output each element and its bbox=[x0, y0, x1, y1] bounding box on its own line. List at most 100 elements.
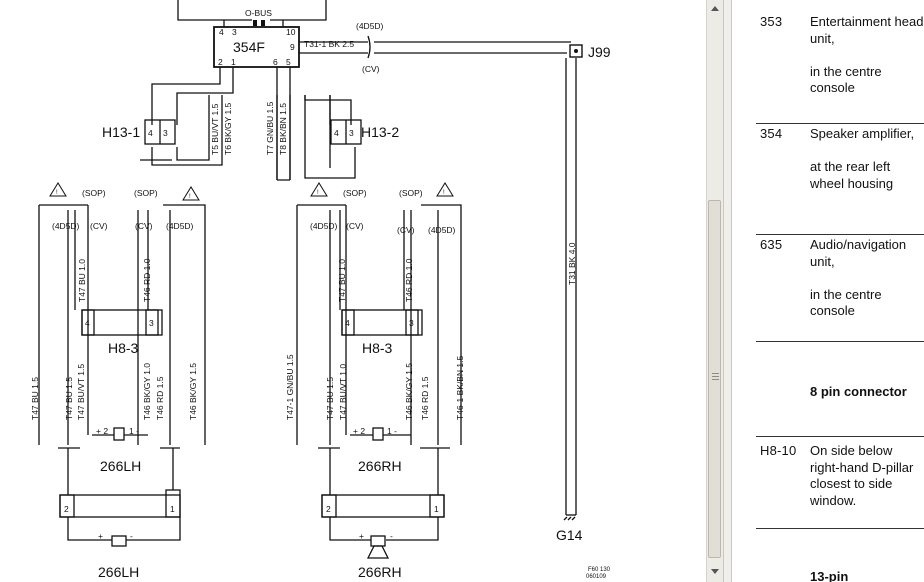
spk-rh-bot-minus: - bbox=[390, 531, 393, 541]
wire-t6: T6 BK/GY 1.5 bbox=[223, 102, 233, 155]
wire-t46-bkgy15-right: T46 BK/GY 1.5 bbox=[404, 363, 414, 420]
legend-row: H8-10 On side below right-hand D-pillar … bbox=[756, 437, 924, 529]
j99-label: J99 bbox=[588, 44, 611, 60]
spk-lh-plus2: + 2 bbox=[96, 426, 108, 436]
variant-r-4d5d-1: (4D5D) bbox=[310, 221, 338, 231]
h13-1-label: H13-1 bbox=[102, 124, 140, 140]
wiring-diagram-svg: 354F O-BUS 4 3 10 2 1 6 5 9 J99 G14 H13-… bbox=[30, 0, 611, 580]
wire-t46-1: T46-1 BK/BN 1.5 bbox=[455, 355, 465, 420]
legend-row: 13-pin bbox=[756, 529, 924, 582]
wire-t46-rd15-right: T46 RD 1.5 bbox=[420, 376, 430, 420]
h13-1-pin-3: 3 bbox=[163, 128, 168, 138]
legend-description: Entertainment head unit, in the centre c… bbox=[810, 14, 924, 95]
wire-t47-buvt10: T47 BU/VT 1.0 bbox=[338, 364, 348, 420]
wire-t31-1: T31-1 BK 2.5 bbox=[304, 39, 354, 49]
spk-lh-bot-plus: + bbox=[98, 531, 103, 541]
variant-sop-1: (SOP) bbox=[82, 188, 106, 198]
pin-354f-3: 3 bbox=[232, 27, 237, 37]
warn-2: ! bbox=[189, 194, 191, 200]
scroll-down-button[interactable] bbox=[709, 566, 721, 578]
h8-3-right-label: H8-3 bbox=[362, 340, 393, 356]
wire-t47-buvt15: T47 BU/VT 1.5 bbox=[76, 364, 86, 420]
wire-t5: T5 BU/VT 1.5 bbox=[210, 103, 220, 155]
variant-r-cv-2: (CV) bbox=[397, 225, 415, 235]
h13-2-pin-3: 3 bbox=[349, 128, 354, 138]
pin-354f-9: 9 bbox=[290, 42, 295, 52]
pin-354f-1: 1 bbox=[231, 57, 236, 67]
h13-2-label: H13-2 bbox=[361, 124, 399, 140]
legend-code: H8-10 bbox=[760, 443, 797, 458]
variant-r-4d5d-2: (4D5D) bbox=[428, 225, 456, 235]
legend-description: Audio/navigation unit, in the centre con… bbox=[810, 237, 907, 318]
pin-354f-4: 4 bbox=[219, 27, 224, 37]
spk-lh-minus1: 1 - bbox=[129, 426, 139, 436]
variant-l-4d5d-2: (4D5D) bbox=[166, 221, 194, 231]
arrow-down-icon bbox=[711, 569, 719, 574]
legend-row: 353 Entertainment head unit, in the cent… bbox=[756, 12, 924, 124]
speaker-266rh-top-label: 266RH bbox=[358, 458, 402, 474]
legend-code: 354 bbox=[760, 126, 783, 141]
wire-t46-bkgy10-left: T46 BK/GY 1.0 bbox=[142, 363, 152, 420]
wire-t47-1: T47-1 GN/BU 1.5 bbox=[285, 354, 295, 420]
wire-t46-rd15-left: T46 RD 1.5 bbox=[155, 376, 165, 420]
warn-4: ! bbox=[443, 190, 445, 196]
scroll-up-button[interactable] bbox=[709, 3, 721, 15]
pin-354f-6: 6 bbox=[273, 57, 278, 67]
right-conn-pin-2: 2 bbox=[326, 504, 331, 514]
legend-description: 8 pin connector bbox=[810, 384, 907, 399]
legend-code: 635 bbox=[760, 237, 783, 252]
variant-l-cv-1: (CV) bbox=[90, 221, 108, 231]
grip-line bbox=[712, 373, 719, 374]
wire-t47-bu15-outer: T47 BU 1.5 bbox=[30, 377, 40, 420]
wire-t47-bu15-right: T47 BU 1.5 bbox=[325, 377, 335, 420]
h8-3-left-pin-4: 4 bbox=[85, 318, 90, 328]
pin-354f-5: 5 bbox=[286, 57, 291, 67]
wire-t8: T8 BK/BN 1.5 bbox=[278, 103, 288, 155]
variant-sop-4: (SOP) bbox=[399, 188, 423, 198]
pane-splitter[interactable] bbox=[723, 0, 732, 582]
spk-rh-minus1: 1 - bbox=[387, 426, 397, 436]
h13-1-pin-4: 4 bbox=[148, 128, 153, 138]
wire-t46-bkgy15-left: T46 BK/GY 1.5 bbox=[188, 363, 198, 420]
variant-r-cv-1: (CV) bbox=[346, 221, 364, 231]
left-conn-pin-2: 2 bbox=[64, 504, 69, 514]
spk-lh-bot-minus: - bbox=[130, 531, 133, 541]
h8-3-right-pin-3: 3 bbox=[409, 318, 414, 328]
footer-code-1: F60 130 bbox=[588, 567, 611, 573]
vertical-scrollbar[interactable] bbox=[706, 0, 723, 582]
variant-l-4d5d-1: (4D5D) bbox=[52, 221, 80, 231]
wire-t31-g14: T31 BK 4.0 bbox=[567, 242, 577, 285]
variant-sop-3: (SOP) bbox=[343, 188, 367, 198]
h8-3-right-pin-4: 4 bbox=[345, 318, 350, 328]
footer-code-2: 060109 bbox=[586, 574, 607, 580]
legend-code: 353 bbox=[760, 14, 783, 29]
spk-rh-bot-plus: + bbox=[359, 531, 364, 541]
bus-label: O-BUS bbox=[245, 8, 272, 18]
legend-description: 13-pin bbox=[810, 569, 849, 582]
wire-t46-right: T46 RD 1.0 bbox=[404, 258, 414, 302]
variant-sop-2: (SOP) bbox=[134, 188, 158, 198]
h8-3-left-pin-3: 3 bbox=[149, 318, 154, 328]
warn-3: ! bbox=[317, 190, 319, 196]
right-conn-pin-1: 1 bbox=[434, 504, 439, 514]
grip-line bbox=[712, 376, 719, 377]
grip-line bbox=[712, 379, 719, 380]
h13-2-pin-4: 4 bbox=[334, 128, 339, 138]
spk-rh-plus2: + 2 bbox=[353, 426, 365, 436]
legend-row: 354 Speaker amplifier, at the rear left … bbox=[756, 124, 924, 235]
component-legend: 353 Entertainment head unit, in the cent… bbox=[732, 0, 924, 582]
speaker-266lh-bottom-label: 266LH bbox=[98, 564, 139, 580]
wire-t7: T7 GN/BU 1.5 bbox=[265, 101, 275, 155]
variant-l-cv-2: (CV) bbox=[135, 221, 153, 231]
scroll-thumb[interactable] bbox=[708, 200, 721, 558]
g14-label: G14 bbox=[556, 527, 583, 543]
arrow-up-icon bbox=[711, 6, 719, 11]
left-conn-pin-1: 1 bbox=[170, 504, 175, 514]
wire-t47-left: T47 BU 1.0 bbox=[77, 259, 87, 302]
legend-row: 8 pin connector bbox=[756, 342, 924, 437]
legend-row: 635 Audio/navigation unit, in the centre… bbox=[756, 235, 924, 342]
wire-t47-right: T47 BU 1.0 bbox=[337, 259, 347, 302]
variant-top-cv: (CV) bbox=[362, 64, 380, 74]
legend-description: Speaker amplifier, at the rear left whee… bbox=[810, 126, 915, 191]
variant-top-4d5d: (4D5D) bbox=[356, 21, 384, 31]
